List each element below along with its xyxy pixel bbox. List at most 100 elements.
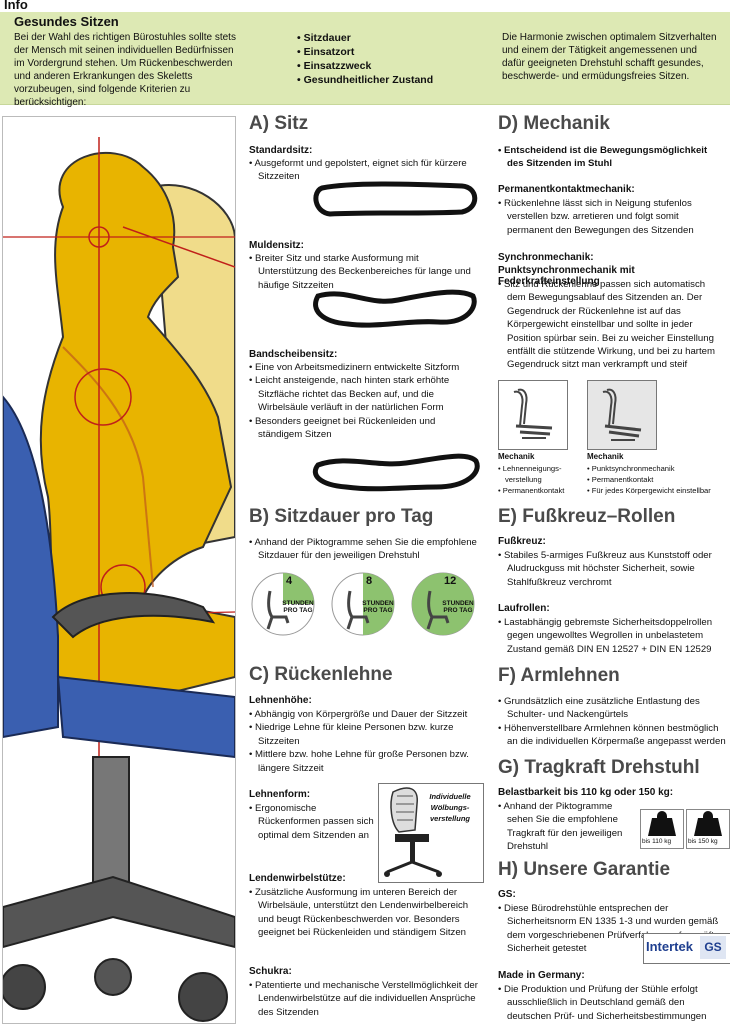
muldensitz-title: Muldensitz: — [249, 240, 304, 251]
list-item: Besonders geeignet bei Rückenleiden und … — [249, 415, 477, 442]
list-item: Rückenlehne lässt sich in Neigung stufen… — [498, 197, 724, 237]
badge-label: STUNDEN PRO TAG — [282, 600, 314, 614]
badge-8-hours — [331, 572, 395, 636]
gs-title: GS: — [498, 889, 516, 900]
weight-110-pictogram — [640, 809, 684, 849]
badge-number: 8 — [366, 575, 373, 587]
ergonomic-illustration — [2, 116, 236, 1024]
list-item: Die Produktion und Prüfung der Stühle er… — [498, 983, 724, 1023]
list-item: Höhenverstellbare Armlehnen können bestm… — [498, 722, 728, 749]
harmony-text: Die Harmonie zwischen optimalem Sitzverh… — [502, 32, 717, 82]
criteria-item: Einsatzort — [297, 45, 433, 59]
intro-title: Gesundes Sitzen — [14, 14, 119, 29]
weight-150-label: bis 150 kg — [688, 838, 718, 845]
bandscheibensitz-shape — [312, 453, 480, 492]
standardsitz-title: Standardsitz: — [249, 145, 313, 156]
weight-icon — [648, 811, 676, 836]
schukra-list: Patentierte und mechanische Verstellmögl… — [249, 979, 481, 1019]
sitzdauer-list: Anhand der Piktogramme sehen Sie die emp… — [249, 536, 481, 563]
list-item: Niedrige Lehne für kleine Personen bzw. … — [249, 721, 481, 748]
list-item: Sitz und Rückenlehne passen sich automat… — [498, 278, 724, 372]
criteria-item: Sitzdauer — [297, 31, 433, 45]
list-item: Eine von Arbeitsmedizinern entwickelte S… — [249, 361, 477, 374]
laufrollen-title: Laufrollen: — [498, 603, 550, 614]
list-item: Breiter Sitz und starke Ausformung mit U… — [249, 252, 479, 292]
fusskreuz-list: Stabiles 5-armiges Fußkreuz aus Kunststo… — [498, 549, 724, 589]
made-in-germany-title: Made in Germany: — [498, 970, 585, 981]
list-item: Anhand der Piktogramme sehen Sie die emp… — [249, 536, 481, 563]
heading-garantie: H) Unsere Garantie — [498, 859, 671, 880]
mechanik-pictogram-1 — [498, 380, 568, 450]
heading-fusskreuz: E) Fußkreuz–Rollen — [498, 506, 676, 527]
lendenwirbelstuetze-list: Zusätzliche Ausformung im unteren Bereic… — [249, 886, 474, 940]
list-item: Ergonomische Rückenformen passen sich op… — [249, 802, 374, 842]
bandscheibensitz-list: Eine von Arbeitsmedizinern entwickelte S… — [249, 361, 477, 441]
list-item: Leicht ansteigende, nach hinten stark er… — [249, 374, 477, 414]
gs-list: Diese Bürodrehstühle entsprechen der Sic… — [498, 902, 724, 956]
mechanik-caption-1-list: Lehnenneigungs-verstellung Permanentkont… — [498, 463, 582, 496]
mechanik-pictogram-2 — [587, 380, 657, 450]
list-item: Permanentkontakt — [498, 485, 582, 496]
synchronmechanik-list: Sitz und Rückenlehne passen sich automat… — [498, 278, 724, 372]
list-item: Permanentkontakt — [587, 474, 729, 485]
list-item: Punktsynchronmechanik — [587, 463, 729, 474]
made-in-germany-list: Die Produktion und Prüfung der Stühle er… — [498, 983, 724, 1023]
fusskreuz-title: Fußkreuz: — [498, 536, 546, 547]
synchronmechanik-title: Synchronmechanik: — [498, 252, 594, 263]
weight-110-label: bis 110 kg — [642, 838, 672, 845]
heading-sitz: A) Sitz — [249, 113, 309, 134]
muldensitz-shape — [313, 289, 477, 328]
lehnenform-list: Ergonomische Rückenformen passen sich op… — [249, 802, 374, 842]
info-label: Info — [4, 0, 28, 12]
bandscheibensitz-title: Bandscheibensitz: — [249, 349, 338, 360]
permanentkontakt-list: Rückenlehne lässt sich in Neigung stufen… — [498, 197, 724, 237]
standardsitz-list: Ausgeformt und gepolstert, eignet sich f… — [249, 157, 479, 184]
heading-mechanik: D) Mechanik — [498, 113, 610, 134]
list-item: Mittlere bzw. hohe Lehne für große Perso… — [249, 748, 481, 775]
intro-text: Bei der Wahl des richtigen Bürostuhles s… — [14, 32, 236, 108]
list-item: Patentierte und mechanische Verstellmögl… — [249, 979, 481, 1019]
badge-number: 12 — [444, 575, 457, 587]
heading-tragkraft: G) Tragkraft Drehstuhl — [498, 757, 700, 778]
armlehnen-list: Grundsätzlich eine zusätzliche Entlastun… — [498, 695, 728, 749]
heading-rueckenlehne: C) Rückenlehne — [249, 664, 393, 685]
woelbung-pictogram — [378, 783, 484, 883]
badge-number: 4 — [286, 575, 293, 587]
list-item: Abhängig von Körpergröße und Dauer der S… — [249, 708, 481, 721]
gs-mark-icon: GS — [700, 936, 726, 959]
standardsitz-shape — [313, 181, 478, 217]
criteria-list: Sitzdauer Einsatzort Einsatzzweck Gesund… — [297, 31, 434, 87]
schukra-title: Schukra: — [249, 966, 292, 977]
badge-label: STUNDEN PRO TAG — [362, 600, 394, 614]
tragkraft-list: Anhand der Piktogramme sehen Sie die emp… — [498, 800, 638, 854]
heading-sitzdauer: B) Sitzdauer pro Tag — [249, 506, 434, 527]
lehnenhoehe-title: Lehnenhöhe: — [249, 695, 312, 706]
mechanik-list: Entscheidend ist die Bewegungsmöglichkei… — [498, 144, 724, 171]
badge-12-hours — [411, 572, 475, 636]
list-item: Ausgeformt und gepolstert, eignet sich f… — [249, 157, 479, 184]
muldensitz-list: Breiter Sitz und starke Ausformung mit U… — [249, 252, 479, 292]
criteria-item: Gesundheitlicher Zustand — [297, 73, 434, 87]
list-item: Entscheidend ist die Bewegungsmöglichkei… — [498, 144, 724, 171]
mechanik-caption-1: Mechanik — [498, 452, 535, 461]
weight-icon — [694, 811, 722, 836]
list-item: Diese Bürodrehstühle entsprechen der Sic… — [498, 902, 724, 956]
intertek-logo-text: Intertek — [646, 939, 693, 954]
lendenwirbelstuetze-title: Lendenwirbelstütze: — [249, 873, 346, 884]
list-item: Lehnenneigungs-verstellung — [498, 463, 582, 485]
weight-150-pictogram — [686, 809, 730, 849]
criteria-item: Einsatzzweck — [297, 59, 433, 73]
laufrollen-list: Lastabhängig gebremste Sicherheitsdoppel… — [498, 616, 724, 656]
woelbung-label: Individuelle Wölbungs-verstellung — [429, 792, 471, 823]
list-item: Grundsätzlich eine zusätzliche Entlastun… — [498, 695, 728, 722]
lehnenform-title: Lehnenform: — [249, 789, 311, 800]
list-item: Stabiles 5-armiges Fußkreuz aus Kunststo… — [498, 549, 724, 589]
list-item: Für jedes Körpergewicht einstellbar — [587, 485, 729, 496]
list-item: Anhand der Piktogramme sehen Sie die emp… — [498, 800, 638, 854]
permanentkontakt-title: Permanentkontaktmechanik: — [498, 184, 635, 195]
lehnenhoehe-list: Abhängig von Körpergröße und Dauer der S… — [249, 708, 481, 775]
mechanik-caption-2: Mechanik — [587, 452, 624, 461]
badge-label: STUNDEN PRO TAG — [442, 600, 474, 614]
list-item: Zusätzliche Ausformung im unteren Bereic… — [249, 886, 474, 940]
mechanik-caption-2-list: Punktsynchronmechanik Permanentkontakt F… — [587, 463, 729, 496]
